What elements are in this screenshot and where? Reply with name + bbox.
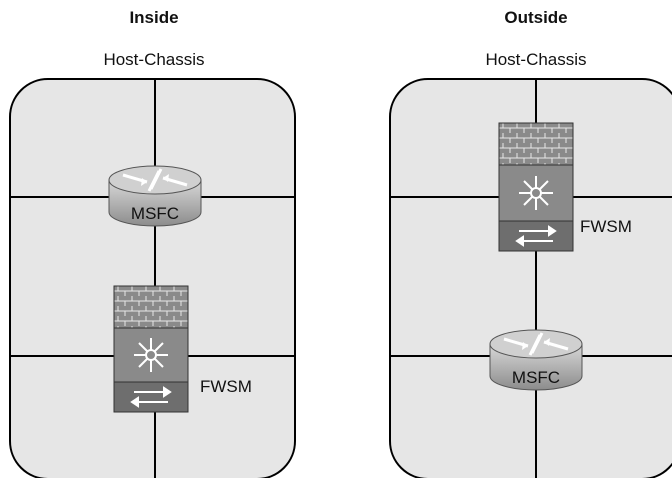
- inside-chassis-frame: [9, 78, 296, 478]
- inside-firewall-icon: [113, 285, 189, 413]
- inside-chassis: [9, 78, 296, 478]
- outside-firewall-icon: [498, 122, 574, 252]
- outside-chassis-frame: [389, 78, 672, 478]
- outside-firewall-label: FWSM: [580, 217, 632, 236]
- inside-router-icon: [108, 165, 202, 227]
- inside-subtitle: Host-Chassis: [103, 50, 205, 69]
- inside-title: Inside: [129, 8, 179, 27]
- outside-router-label: MSFC: [512, 368, 560, 387]
- inside-firewall-label: FWSM: [200, 377, 252, 396]
- outside-chassis: [389, 78, 672, 478]
- outside-subtitle: Host-Chassis: [485, 50, 587, 69]
- inside-router-label: MSFC: [131, 204, 179, 223]
- outside-router-icon: [489, 329, 583, 391]
- outside-title: Outside: [504, 8, 568, 27]
